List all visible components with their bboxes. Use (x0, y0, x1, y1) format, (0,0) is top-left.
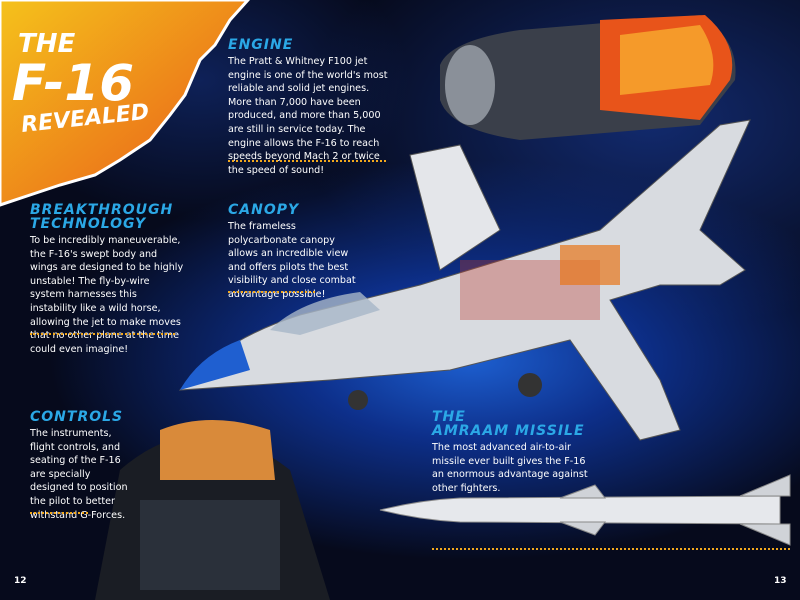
amraam-heading-1: The (432, 409, 466, 425)
engine-illustration (440, 15, 736, 140)
breakthrough-heading-2: Technology (30, 216, 147, 232)
canopy-body: The frameless polycarbonate canopy allow… (228, 221, 356, 300)
canopy-section: Canopy The frameless polycarbonate canop… (228, 203, 356, 302)
page-number-right: 13 (774, 576, 787, 586)
divider (228, 291, 315, 293)
engine-heading: Engine (228, 37, 294, 53)
breakthrough-heading-1: Breakthrough (30, 202, 174, 218)
cockpit-illustration (95, 420, 330, 600)
divider (228, 160, 386, 162)
controls-body: The instruments, flight controls, and se… (30, 428, 128, 521)
divider (432, 548, 790, 550)
engine-body: The Pratt & Whitney F100 jet engine is o… (228, 56, 388, 176)
title-banner: THE F-16 REVEALED (0, 0, 250, 207)
amraam-missile-illustration (379, 474, 791, 546)
amraam-heading-2: AMRAAM Missile (432, 423, 585, 439)
canopy-heading: Canopy (228, 202, 300, 218)
amraam-section: The AMRAAM Missile The most advanced air… (432, 410, 597, 495)
divider (30, 512, 88, 514)
title-line2: F-16 (12, 54, 134, 112)
breakthrough-section: Breakthrough Technology To be incredibly… (30, 203, 185, 356)
controls-section: Controls The instruments, flight control… (30, 410, 130, 522)
amraam-body: The most advanced air-to-air missile eve… (432, 442, 588, 494)
page-number-left: 12 (14, 576, 27, 586)
f16-jet-illustration (178, 119, 751, 441)
controls-heading: Controls (30, 409, 124, 425)
engine-section: Engine The Pratt & Whitney F100 jet engi… (228, 38, 393, 177)
divider (30, 333, 175, 335)
title-line1: THE (18, 29, 75, 59)
breakthrough-body: To be incredibly maneuverable, the F-16'… (30, 235, 184, 355)
